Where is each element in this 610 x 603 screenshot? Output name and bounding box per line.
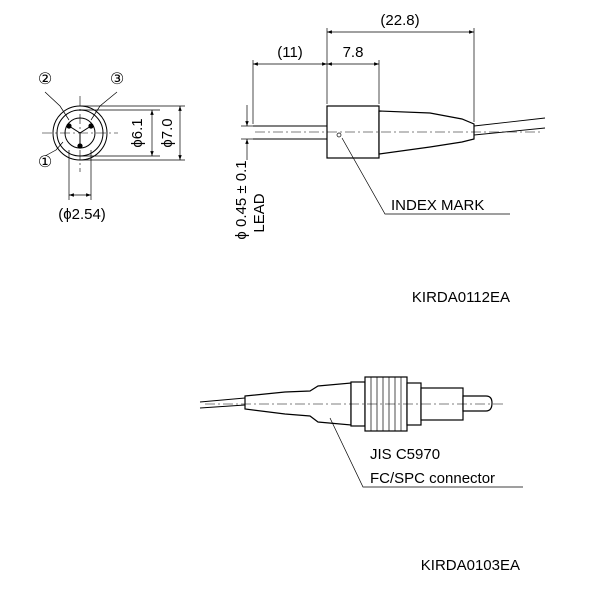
fiber-4 — [199, 404, 246, 409]
inner-diameter-dimension: ϕ6.1 — [129, 118, 146, 147]
pin-3-label: ③ — [110, 71, 124, 88]
fiber-boot — [378, 110, 475, 155]
fiber-1 — [473, 117, 546, 127]
side-view — [241, 28, 546, 215]
connector-standard-label: JIS C5970 — [370, 446, 440, 463]
fiber-2 — [473, 127, 546, 136]
ferrule — [462, 395, 493, 412]
index-mark — [336, 132, 342, 138]
lead-diameter-dimension: ϕ 0.45 ± 0.1 — [233, 160, 250, 239]
drawing-code-1: KIRDA0112EA — [412, 289, 510, 306]
lead-length-dimension: (11) — [277, 44, 303, 61]
pin-1-label: ① — [38, 154, 52, 171]
drawing-code-2: KIRDA0103EA — [421, 557, 520, 574]
pitch-dimension: (ϕ2.54) — [58, 206, 106, 223]
connector-type-label: FC/SPC connector — [370, 470, 495, 487]
outer-diameter-dimension: ϕ7.0 — [159, 118, 176, 147]
end-view — [42, 91, 185, 200]
pin-2-label: ② — [38, 71, 52, 88]
total-length-dimension: (22.8) — [380, 12, 419, 29]
body-length-dimension: 7.8 — [343, 44, 364, 61]
fc-connector — [199, 376, 523, 488]
lead-label: LEAD — [251, 193, 268, 232]
index-mark-label: INDEX MARK — [391, 197, 484, 214]
fiber-3 — [199, 397, 246, 403]
